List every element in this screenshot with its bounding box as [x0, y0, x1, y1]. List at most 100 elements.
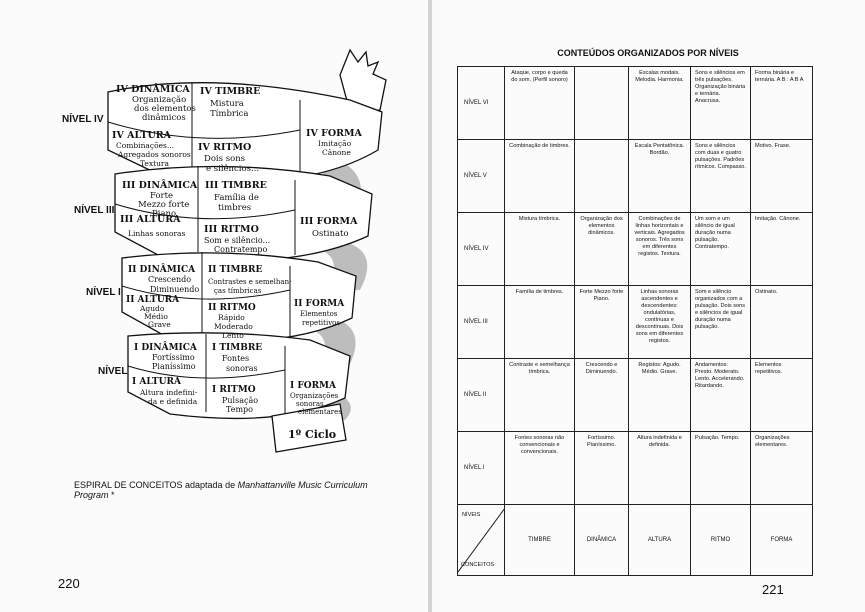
cell-forma: Motivo. Frase. [750, 139, 813, 213]
book-gutter [428, 0, 432, 612]
page-number-left: 220 [58, 576, 80, 591]
iv-altura-line: Combinações... [116, 141, 174, 150]
column-header: RITMO [690, 504, 751, 576]
cell-timbre: Família de timbres. [504, 285, 575, 359]
iv-dinamica-title: IV DINÂMICA [116, 83, 190, 95]
row-level-label: NÍVEL V [457, 139, 505, 213]
cell-dinamica: Organização dos elementos dinâmicos. [574, 212, 629, 286]
i-altura-line: Altura indefini- [139, 388, 198, 397]
level-label-iv: NÍVEL IV [62, 114, 104, 125]
table-header-row: NÍVEIS CONCEITOS TIMBRE DINÂMICA ALTURA … [457, 504, 813, 576]
cell-forma: Elementos repetitivos. [750, 358, 813, 432]
i-dinamica-title: I DINÂMICA [134, 341, 198, 353]
ii-dinamica-line: Crescendo [148, 275, 191, 284]
iv-forma-line: Imitação [318, 139, 352, 148]
iv-ritmo-line: Dois sons [204, 154, 245, 164]
concept-spiral: IV DINÂMICA Organização dos elementos di… [107, 48, 387, 453]
cell-dinamica: Forte Mezzo forte Piano. [574, 285, 629, 359]
band-divider [121, 285, 291, 300]
ii-forma-line: Elementos [300, 310, 338, 318]
caption-source: Manhattanville Music Curriculum Program [74, 480, 368, 500]
iv-dinamica-line: dos elementos [134, 104, 196, 114]
cell-ritmo: Som e silêncio organizados com a pulsaçã… [690, 285, 751, 359]
ii-altura-line: Médio [144, 312, 168, 321]
ii-dinamica-title: II DINÂMICA [128, 263, 196, 275]
iii-ritmo-line: Contratempo [214, 245, 268, 254]
ii-altura-title: II ALTURA [126, 295, 180, 305]
level-label-i: NÍVEL I [98, 366, 133, 377]
cell-forma: Forma binária e ternária. A B : A B A [750, 66, 813, 140]
iii-timbre-title: III TIMBRE [205, 180, 267, 191]
ii-timbre-line: ças tímbricas [214, 287, 262, 295]
i-altura-line: da e definida [148, 397, 198, 406]
cell-altura: Combinações de linhas horizontais e vert… [628, 212, 691, 286]
i-ritmo-title: I RITMO [212, 385, 256, 395]
ii-ritmo-line: Lento [222, 331, 244, 340]
ii-timbre-line: Contrastes e semelhan- [208, 278, 292, 286]
iii-forma-title: III FORMA [300, 216, 358, 227]
cell-timbre: Fontes sonoras não convencionais e conve… [504, 431, 575, 505]
ii-ritmo-line: Rápido [218, 313, 245, 322]
iv-ritmo-title: IV RITMO [198, 142, 251, 153]
i-timbre-title: I TIMBRE [212, 343, 262, 353]
figure-caption: ESPIRAL DE CONCEITOS adaptada de Manhatt… [74, 480, 404, 500]
cell-forma: Imitação. Cânone. [750, 212, 813, 286]
page-number-right: 221 [762, 582, 784, 597]
corner-levels-label: NÍVEIS [462, 512, 481, 518]
ii-forma-line: repetitivos [302, 319, 340, 327]
i-forma-line: Organizações [290, 392, 339, 400]
cell-timbre: Combinação de timbres. [504, 139, 575, 213]
column-header: DINÂMICA [574, 504, 629, 576]
i-ritmo-line: Tempo [226, 405, 253, 414]
i-dinamica-line: Fortíssimo [152, 353, 195, 362]
i-dinamica-line: Pianíssimo [152, 362, 196, 371]
i-timbre-line: sonoras [226, 364, 258, 373]
iv-forma-title: IV FORMA [306, 128, 363, 139]
right-page: CONTEÚDOS ORGANIZADOS POR NÍVEIS NÍVEL V… [432, 0, 865, 612]
caption-text: ESPIRAL DE CONCEITOS adaptada de [74, 480, 236, 490]
caption-footnote-mark: * [111, 490, 115, 500]
iii-dinamica-line: Mezzo forte [138, 200, 189, 210]
ii-ritmo-line: Moderado [214, 322, 253, 331]
spiral-band-i [127, 332, 351, 420]
iii-ritmo-line: Som e silêncio... [204, 236, 270, 245]
i-timbre-line: Fontes [222, 354, 249, 363]
cell-timbre: Mistura tímbrica. [504, 212, 575, 286]
ii-timbre-title: II TIMBRE [208, 265, 263, 275]
cell-ritmo: Pulsação. Tempo. [690, 431, 751, 505]
iii-dinamica-line: Forte [150, 191, 173, 201]
iv-timbre-line: Mistura [210, 99, 244, 109]
band-divider [114, 203, 296, 220]
column-header: ALTURA [628, 504, 691, 576]
band-divider [127, 365, 286, 379]
row-level-label: NÍVEL IV [457, 212, 505, 286]
iii-altura-line: Linhas sonoras [128, 229, 186, 238]
row-level-label: NÍVEL II [457, 358, 505, 432]
iv-dinamica-line: dinâmicos [142, 112, 186, 123]
cell-altura: Escalas modais. Melodia. Harmonia. [628, 66, 691, 140]
cell-timbre: Contraste e semelhança tímbrica. [504, 358, 575, 432]
iv-timbre-line: Tímbrica [210, 108, 249, 119]
ii-forma-title: II FORMA [294, 299, 345, 309]
iii-forma-line: Ostinato [312, 229, 349, 239]
cell-altura: Linhas sonoras ascendentes e descendente… [628, 285, 691, 359]
ii-altura-line: Agudo [139, 304, 165, 313]
iv-ritmo-line: e silêncios... [206, 163, 259, 174]
ii-altura-line: Grave [148, 320, 171, 329]
iv-altura-title: IV ALTURA [112, 130, 172, 141]
cell-dinamica [574, 139, 629, 213]
i-altura-title: I ALTURA [132, 377, 182, 387]
cell-dinamica: Crescendo e Diminuendo. [574, 358, 629, 432]
iii-dinamica-title: III DINÂMICA [122, 179, 198, 191]
cell-timbre: Ataque, corpo e queda do som. (Perfil so… [504, 66, 575, 140]
cell-altura: Registos: Agudo. Médio. Grave. [628, 358, 691, 432]
row-level-label: NÍVEL VI [457, 66, 505, 140]
cell-forma: Organizações elementares. [750, 431, 813, 505]
iv-altura-line: Agregados sonoros [117, 150, 191, 159]
iv-forma-line: Cânone [322, 148, 351, 157]
i-forma-line: sonoras [296, 400, 324, 408]
